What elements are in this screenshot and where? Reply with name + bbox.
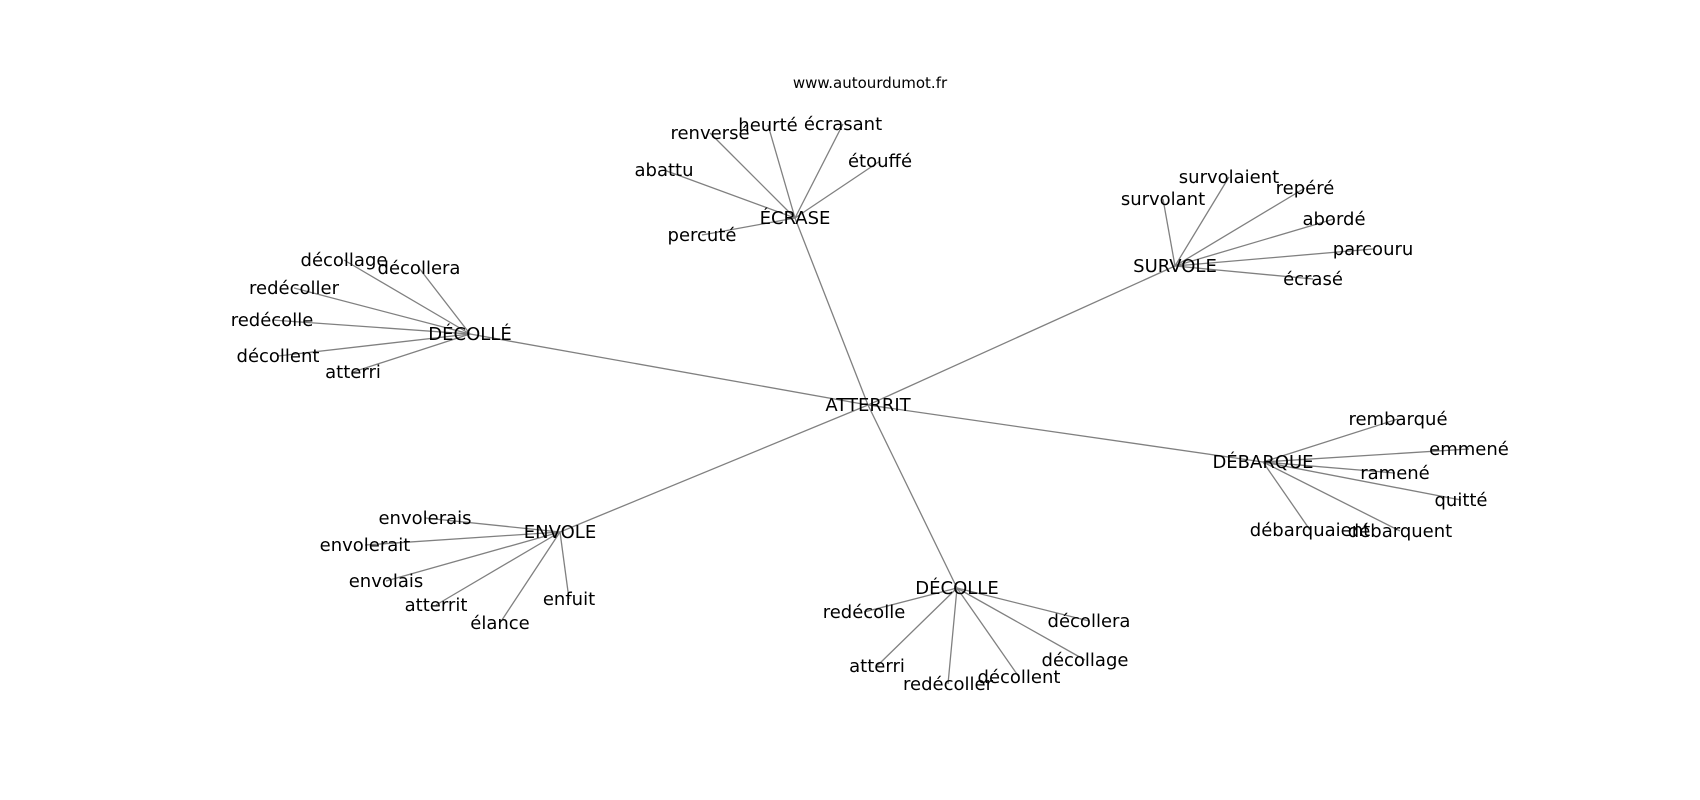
leaf-word: élance [470, 613, 529, 634]
center-edge [794, 217, 869, 406]
leaf-word: renversé [670, 123, 749, 144]
center-edge [867, 404, 958, 589]
leaf-word: envolerait [320, 535, 411, 556]
leaf-edge [424, 517, 561, 533]
leaf-word: ramené [1360, 463, 1430, 484]
leaf-edge [794, 160, 881, 219]
leaf-word: atterrit [405, 595, 468, 616]
leaf-edge [343, 259, 471, 335]
leaf-edge [1262, 461, 1401, 532]
edges [271, 123, 1470, 685]
leaf-edge [956, 587, 1020, 678]
hub-word: ENVOLE [524, 522, 596, 543]
leaf-word: abattu [634, 160, 693, 181]
leaf-edge [1162, 198, 1176, 267]
leaf-word: survolant [1121, 189, 1205, 210]
leaf-word: emmené [1429, 439, 1509, 460]
leaf-edge [956, 587, 1090, 622]
leaf-word: enfuit [543, 589, 595, 610]
leaf-word: décollera [378, 258, 461, 279]
leaf-word: écrasant [804, 114, 882, 135]
leaf-word: écrasé [1283, 269, 1343, 290]
leaf-edge [767, 124, 796, 219]
leaf-edge [794, 123, 844, 219]
leaf-edge [1174, 265, 1314, 280]
leaf-word: quitté [1434, 490, 1487, 511]
leaf-edge [418, 267, 471, 335]
leaf-edge [559, 531, 570, 600]
leaf-word: redécoller [903, 674, 994, 695]
leaf-edge [271, 319, 471, 335]
leaf-edge [385, 531, 561, 582]
leaf-edge [1262, 448, 1470, 463]
leaf-word: débarquaient [1250, 520, 1370, 541]
leaf-edge [1174, 187, 1306, 267]
center-edge [469, 333, 869, 406]
leaf-edge [1262, 418, 1399, 463]
leaf-word: envolais [349, 571, 424, 592]
leaf-word: décollera [1048, 611, 1131, 632]
leaf-word: étouffé [848, 151, 912, 172]
leaf-word: atterri [849, 656, 905, 677]
leaf-word: redécoller [249, 278, 340, 299]
leaf-word: abordé [1302, 209, 1365, 230]
leaf-edge [435, 531, 561, 606]
leaf-word: parcouru [1333, 239, 1414, 260]
leaf-word: atterri [325, 362, 381, 383]
leaf-edge [701, 217, 796, 236]
center-word: ATTERRIT [825, 395, 911, 416]
leaf-word: percuté [668, 225, 737, 246]
hub-word: SURVOLE [1133, 256, 1217, 277]
leaf-edge [947, 587, 958, 685]
leaf-edge [499, 531, 561, 624]
leaf-edge [1174, 248, 1374, 267]
leaf-edge [956, 587, 1086, 661]
leaf-edge [277, 333, 471, 357]
center-edge [559, 404, 869, 533]
hub-word: DÉCOLLE [915, 577, 998, 599]
leaf-edge [876, 587, 958, 667]
leaf-edge [1262, 461, 1462, 501]
site-label: www.autourdumot.fr [793, 74, 948, 92]
leaf-word: repéré [1276, 178, 1335, 199]
leaf-word: redécolle [231, 310, 314, 331]
leaf-word: décollage [1042, 650, 1129, 671]
hub-word: ÉCRASE [760, 207, 831, 229]
leaf-word: débarquent [1348, 521, 1452, 542]
leaf-word: survolaient [1179, 167, 1279, 188]
leaf-word: envolerais [378, 508, 471, 529]
leaf-word: décollent [978, 667, 1061, 688]
hub-word: DÉBARQUE [1212, 451, 1313, 473]
leaf-edge [1174, 176, 1230, 267]
leaf-edge [863, 587, 958, 613]
leaf-word: rembarqué [1348, 409, 1447, 430]
leaf-edge [663, 169, 796, 219]
leaf-word: décollage [301, 250, 388, 271]
leaf-edge [1174, 218, 1335, 267]
leaf-edge [352, 333, 471, 373]
center-edge [867, 404, 1264, 463]
hub-word: DÉCOLLÉ [428, 323, 511, 345]
leaf-edge [1262, 461, 1311, 531]
center-edge [867, 265, 1176, 406]
leaf-edge [364, 531, 561, 546]
leaf-word: redécolle [823, 602, 906, 623]
leaf-word: décollent [237, 346, 320, 367]
leaf-edge [1262, 461, 1396, 474]
leaf-edge [709, 132, 796, 219]
leaf-edge [293, 287, 471, 335]
leaf-word: heurté [738, 115, 797, 136]
